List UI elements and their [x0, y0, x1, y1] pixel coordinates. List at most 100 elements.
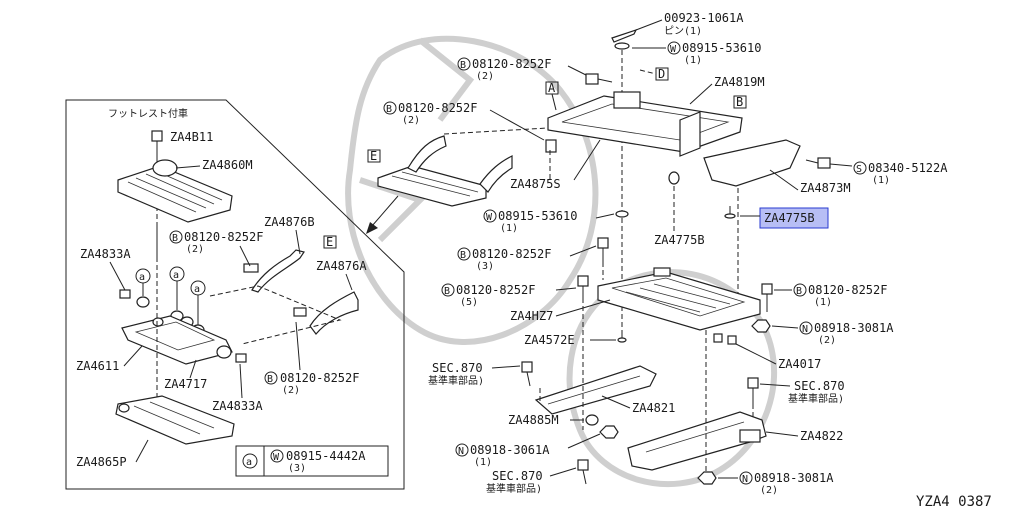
footrest-pad-za4860m — [117, 159, 233, 223]
bolt-sec870-a — [521, 361, 533, 387]
bolt-08120-d — [577, 275, 589, 298]
label-za4611: ZA4611 — [76, 359, 119, 373]
bolt-za4b11 — [151, 130, 163, 158]
svg-text:B: B — [386, 104, 392, 115]
qty-08918-c: (2) — [760, 485, 778, 496]
qty-08918-a: (2) — [818, 335, 836, 346]
svg-text:N: N — [458, 446, 464, 457]
label-za4b11: ZA4B11 — [170, 130, 213, 144]
label-sec870-a-sub: 基準車部品) — [428, 374, 484, 387]
inset-title: フットレスト付車 — [108, 107, 188, 120]
label-08915-c: 08915-4442A — [286, 449, 366, 463]
nut-08918-c — [697, 471, 717, 485]
label-sec870-b-sub: 基準車部品) — [788, 392, 844, 405]
label-sec870-c: SEC.870 — [492, 469, 543, 483]
footrest-main — [377, 135, 513, 207]
pin-za4775b-highlight — [724, 206, 736, 219]
seat-frame-za4875s — [545, 91, 743, 157]
label-00923: 00923-1061A — [664, 11, 744, 25]
bolt-sec870-b — [747, 377, 759, 404]
tag-d: D — [658, 67, 665, 81]
seat-base-za4hz7 — [597, 267, 761, 331]
qty-08120-a: (2) — [476, 71, 494, 82]
label-za4876b: ZA4876B — [264, 215, 315, 229]
label-za4865p: ZA4865P — [76, 455, 127, 469]
qty-08120-c: (3) — [476, 261, 494, 272]
bolt-za4833a-bottom — [235, 353, 247, 363]
qty-08120-g: (2) — [282, 385, 300, 396]
qty-08915-a: (1) — [684, 55, 702, 66]
nut-08918-a — [751, 319, 771, 333]
bolt-mark-f: B — [172, 233, 178, 244]
bottom-plate-za4865p — [115, 395, 235, 445]
label-za4hz7: ZA4HZ7 — [510, 309, 553, 323]
qty-08915-c: (3) — [288, 463, 306, 474]
label-08915-a: 08915-53610 — [682, 41, 761, 55]
svg-text:S: S — [856, 164, 862, 175]
label-08120-a: 08120-8252F — [472, 57, 551, 71]
label-za4860m: ZA4860M — [202, 158, 253, 172]
figure-code: YZA4 0387 — [916, 494, 992, 510]
pin-00923 — [611, 28, 638, 50]
svg-text:N: N — [742, 474, 748, 485]
rail-za4822 — [627, 411, 767, 471]
label-za4885m: ZA4885M — [508, 413, 559, 427]
qty-08915-b: (1) — [500, 223, 518, 234]
bushing-za4885m — [585, 414, 599, 426]
legend-box: a W 08915-4442A (3) — [235, 445, 389, 477]
label-08120-f: 08120-8252F — [184, 230, 263, 244]
clip-za4017 — [713, 333, 737, 345]
svg-text:a: a — [194, 284, 200, 295]
svg-text:W: W — [273, 452, 280, 463]
label-08918-c: 08918-3081A — [754, 471, 834, 485]
label-za4821: ZA4821 — [632, 401, 675, 415]
screw-08340 — [805, 157, 831, 169]
label-08120-b: 08120-8252F — [398, 101, 477, 115]
qty-08120-e: (1) — [814, 297, 832, 308]
label-08120-c: 08120-8252F — [472, 247, 551, 261]
qty-08120-f: (2) — [186, 244, 204, 255]
svg-text:W: W — [670, 44, 677, 55]
label-za4717: ZA4717 — [164, 377, 207, 391]
label-sec870-c-sub: 基準車部品) — [486, 482, 542, 495]
bolt-sec870-c — [577, 459, 589, 485]
label-08918-a: 08918-3081A — [814, 321, 894, 335]
label-00923-sub: ピン(1) — [664, 25, 702, 37]
highlight-za4775b — [759, 207, 829, 229]
svg-text:B: B — [796, 286, 802, 297]
qty-08340: (1) — [872, 175, 890, 186]
label-za4833a-top: ZA4833A — [80, 247, 131, 261]
label-sec870-b: SEC.870 — [794, 379, 845, 393]
label-08120-g: 08120-8252F — [280, 371, 359, 385]
svg-text:B: B — [444, 286, 450, 297]
label-za4572e: ZA4572E — [524, 333, 575, 347]
svg-text:W: W — [486, 212, 493, 223]
label-sec870-a: SEC.870 — [432, 361, 483, 375]
cover-za4873m — [703, 139, 801, 187]
label-za4775b: ZA4775B — [654, 233, 705, 247]
svg-text:a: a — [173, 270, 179, 281]
qty-08120-b: (2) — [402, 115, 420, 126]
svg-text:a: a — [246, 457, 252, 468]
svg-text:B: B — [460, 60, 466, 71]
plug-za4775b — [668, 171, 680, 185]
bolt-08120-a — [585, 73, 613, 85]
label-08340: 08340-5122A — [868, 161, 948, 175]
bracket-za4876a — [293, 291, 359, 335]
bolt-08120-c — [597, 237, 609, 262]
label-za4833a-bot: ZA4833A — [212, 399, 263, 413]
label-08918-b: 08918-3061A — [470, 443, 550, 457]
nut-08918-b — [599, 425, 619, 439]
tag-e: E — [370, 149, 377, 163]
tag-e-inset: E — [326, 235, 333, 249]
qty-08120-d: (5) — [460, 297, 478, 308]
qty-08918-b: (1) — [474, 457, 492, 468]
main-assembly: 00923-1061A ピン(1) W 08915-53610 (1) B 08… — [367, 11, 948, 496]
inset-panel: フットレスト付車 ZA4B11 ZA4860M ZA4876B B 08120-… — [65, 99, 405, 490]
label-za4875s: ZA4875S — [510, 177, 561, 191]
arrow-head-icon — [366, 222, 378, 234]
label-08915-b: 08915-53610 — [498, 209, 577, 223]
svg-text:a: a — [139, 272, 145, 283]
label-za4819m: ZA4819M — [714, 75, 765, 89]
